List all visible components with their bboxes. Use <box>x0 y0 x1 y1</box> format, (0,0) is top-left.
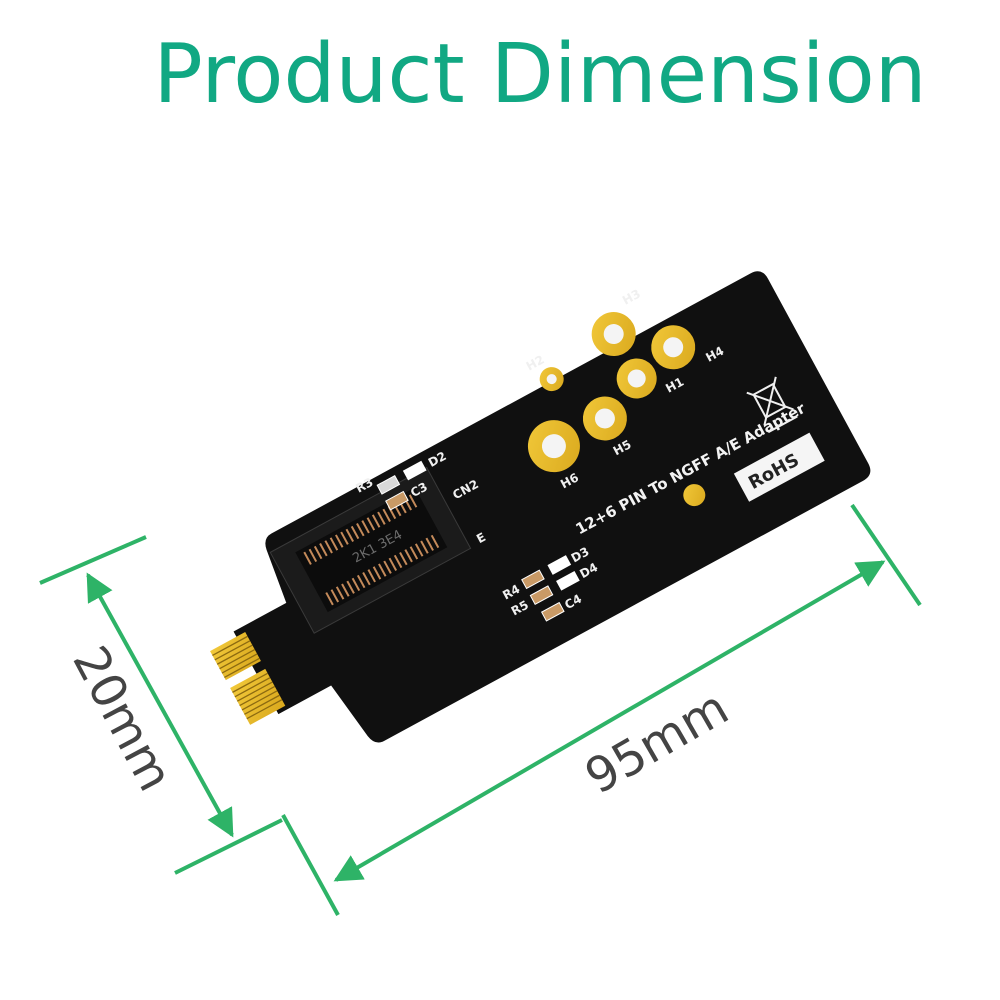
guide-line-top-right <box>850 503 922 607</box>
pad-label-h3: H3 <box>620 287 643 308</box>
m2-connector: 2K1 3E4 <box>269 466 472 634</box>
components-top <box>376 460 427 511</box>
dimension-guides <box>39 503 922 916</box>
pcb-board: 2K1 3E4 CN2 E R3 C3 D2 R <box>210 271 871 743</box>
length-label: 95mm <box>576 680 738 806</box>
weee-bin-icon <box>746 376 798 434</box>
pad-small <box>683 484 706 507</box>
pad-label-h2: H2 <box>524 352 547 373</box>
gold-fingers <box>210 631 286 725</box>
guide-line-bottom-left <box>174 818 283 875</box>
pcb-body <box>233 271 871 743</box>
page-title: Product Dimension <box>153 27 927 122</box>
guide-line-top-left <box>39 535 147 585</box>
width-label: 20mm <box>61 637 183 800</box>
width-arrow <box>86 572 234 838</box>
length-arrow <box>333 560 886 882</box>
components-bottom <box>521 555 580 622</box>
guide-line-bottom-right <box>281 814 340 916</box>
mounting-pads <box>527 312 706 507</box>
